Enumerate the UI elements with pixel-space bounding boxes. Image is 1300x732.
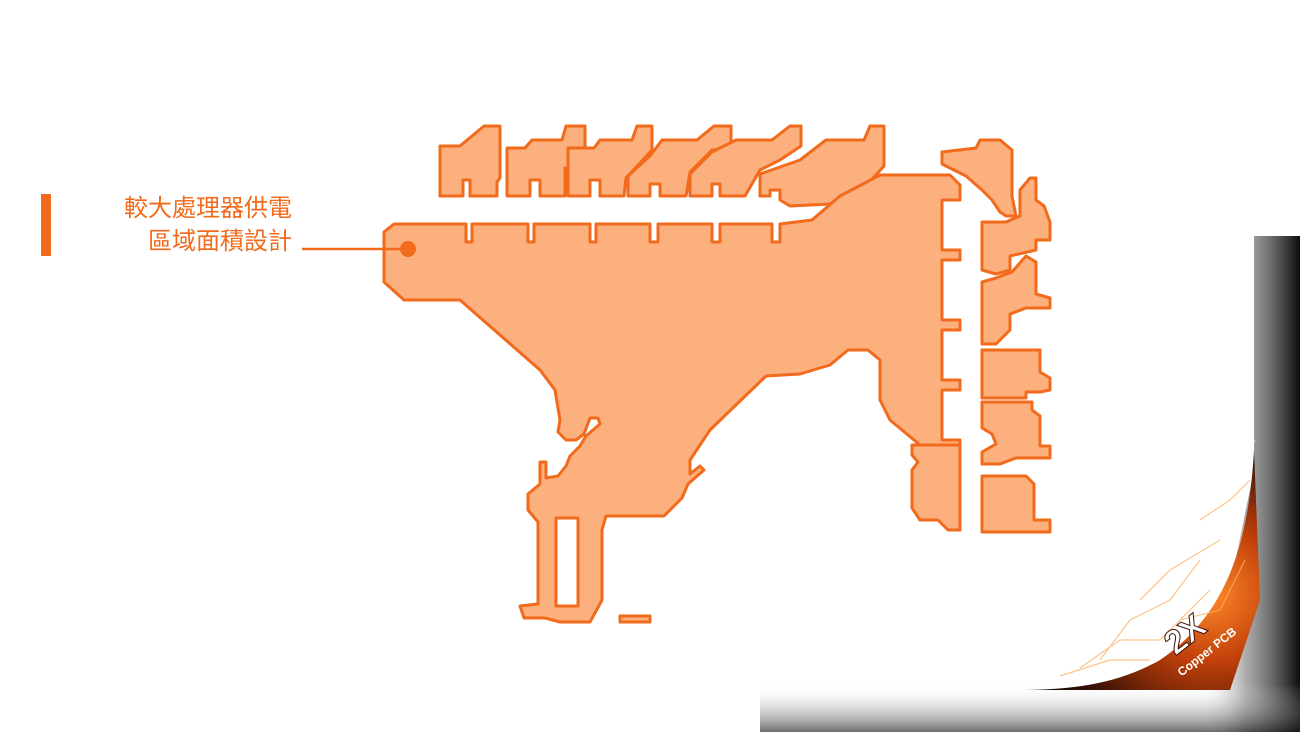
page-curl bbox=[760, 236, 1300, 732]
curl-shadow-right bbox=[1200, 236, 1300, 732]
callout-line-1: 較大處理器供電 bbox=[124, 194, 292, 222]
copper-pour bbox=[382, 124, 1052, 624]
vrm-pad-r1 bbox=[980, 176, 1052, 276]
callout-line-2: 區域面積設計 bbox=[148, 227, 292, 255]
callout-label: 較大處理器供電 區域面積設計 bbox=[60, 192, 292, 258]
phase-pad-5 bbox=[688, 124, 803, 198]
right-column-left-strip bbox=[910, 443, 962, 532]
curl-fold-edge bbox=[1009, 439, 1255, 685]
curl-traces bbox=[1059, 479, 1251, 677]
vrm-pad-top-right bbox=[940, 138, 1018, 218]
cpu-power-area bbox=[382, 173, 962, 624]
curl-pcb-underside bbox=[1010, 450, 1260, 690]
vrm-pad-r2 bbox=[980, 254, 1052, 346]
vrm-pad-r3 bbox=[980, 348, 1052, 400]
callout-dot bbox=[400, 241, 416, 257]
cpu-area-inner-slot bbox=[554, 516, 580, 608]
accent-bar bbox=[41, 194, 51, 256]
phase-pad-1 bbox=[438, 124, 502, 198]
curl-shadow-bottom bbox=[760, 684, 1300, 732]
small-pad-bottom bbox=[618, 614, 652, 624]
vrm-pad-r5 bbox=[980, 474, 1052, 534]
vrm-pad-r4 bbox=[980, 400, 1052, 466]
phase-pad-3 bbox=[566, 124, 654, 198]
